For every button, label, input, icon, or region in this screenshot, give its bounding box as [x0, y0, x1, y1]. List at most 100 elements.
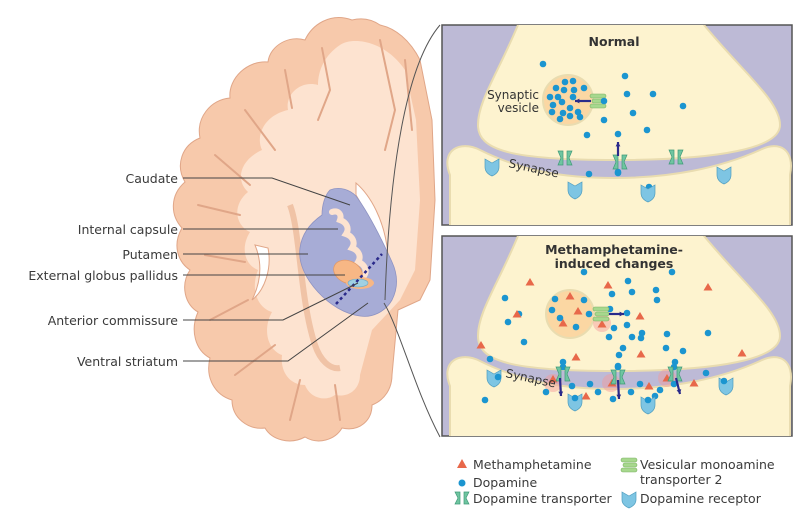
vmat2: [592, 306, 610, 322]
dopamine-receptor: [640, 184, 656, 203]
dopamine-molecule: [621, 72, 629, 80]
arrow-head: [558, 391, 564, 396]
dopamine-molecule: [609, 395, 617, 403]
dopamine-molecule: [580, 268, 588, 276]
dopamine-molecule: [481, 396, 489, 404]
legend-dopamine: Dopamine: [473, 475, 538, 490]
label-caudate: Caudate: [125, 171, 179, 186]
arrow-head: [615, 142, 621, 147]
dopamine-molecule: [656, 386, 664, 394]
methamphetamine-molecule: [689, 379, 699, 387]
dopamine-molecule: [501, 294, 509, 302]
vmat2-segment: [592, 316, 610, 322]
vmat2-segment: [594, 311, 610, 317]
methamphetamine-icon: [457, 459, 467, 468]
methamphetamine-molecule: [573, 307, 583, 315]
dopamine-molecule: [670, 380, 678, 388]
dopamine-molecule: [623, 309, 631, 317]
dopamine-molecule: [628, 333, 636, 341]
methamphetamine-molecule: [597, 320, 607, 328]
dopamine-molecule: [627, 388, 635, 396]
sulci: [197, 39, 413, 421]
dopamine-molecule: [548, 306, 556, 314]
dopamine-molecule: [556, 115, 564, 123]
leader-lines: [183, 177, 369, 362]
methamphetamine-molecule: [476, 341, 486, 349]
arrow-head: [575, 98, 580, 104]
dopamine-molecule: [585, 310, 593, 318]
legend-vmat2-line1: Vesicular monoamine: [640, 457, 775, 472]
dopamine-molecule: [594, 388, 602, 396]
dopamine-molecule: [583, 131, 591, 139]
methamphetamine-molecule: [603, 281, 613, 289]
dopamine-molecule: [576, 113, 584, 121]
label-internal-capsule: Internal capsule: [77, 222, 178, 237]
zoom-connector-top: [384, 24, 441, 301]
methamphetamine-molecule: [512, 310, 522, 318]
dopamine-molecule: [539, 60, 547, 68]
meth-panel-title-line1: Methamphetamine-: [545, 242, 683, 257]
methamphetamine-molecule: [565, 292, 575, 300]
dopamine-molecule: [663, 330, 671, 338]
dopamine-molecule: [586, 380, 594, 388]
methamphetamine-molecule: [525, 278, 535, 286]
dopamine-molecule: [549, 101, 557, 109]
vmat2-segment: [589, 93, 607, 99]
label-putamen: Putamen: [122, 247, 178, 262]
dopamine-molecule: [570, 86, 578, 94]
methamphetamine-molecule: [635, 312, 645, 320]
meth-molecules-group: [476, 278, 747, 400]
dopamine-molecule: [615, 351, 623, 359]
methamphetamine-molecule: [703, 283, 713, 291]
normal-panel-title: Normal: [589, 34, 640, 49]
arrow-head: [676, 389, 682, 394]
dopamine-molecule: [561, 78, 569, 86]
dopamine-molecule: [652, 286, 660, 294]
normal-proteins-group: [484, 93, 732, 203]
dopamine-molecule: [560, 86, 568, 94]
dopamine-molecule: [624, 277, 632, 285]
dopamine-molecule: [704, 329, 712, 337]
brain-hemisphere: [172, 17, 441, 442]
dopamine-molecule: [720, 377, 728, 385]
methamphetamine-molecule: [581, 392, 591, 400]
dopamine-molecule: [644, 396, 652, 404]
dopamine-molecule: [623, 321, 631, 329]
legend-methamphetamine: Methamphetamine: [473, 457, 592, 472]
dopamine-molecule: [662, 344, 670, 352]
dopamine-receptor-icon: [621, 491, 637, 509]
dopamine-receptor: [716, 166, 732, 185]
dopamine-molecule: [638, 329, 646, 337]
dopamine-molecule: [580, 296, 588, 304]
dopamine-molecule: [571, 394, 579, 402]
dopamine-molecule: [568, 382, 576, 390]
meth-panel-title-line2: induced changes: [555, 256, 674, 271]
dopamine-molecule: [556, 314, 564, 322]
dopamine-molecule: [702, 369, 710, 377]
dopamine-transporter: [668, 149, 684, 165]
normal-panel: Normal Synaptic vesicle Synapse: [441, 24, 793, 226]
dopamine-transporter: [555, 366, 571, 382]
arrow-head: [616, 394, 622, 399]
dopamine-molecule: [614, 130, 622, 138]
dopamine-transporter: [667, 366, 683, 382]
dopamine-molecule: [504, 318, 512, 326]
insula-gap: [251, 244, 270, 301]
dopamine-molecule: [614, 362, 622, 370]
label-anterior-commissure: Anterior commissure: [47, 313, 178, 328]
synaptic-cleft: [446, 145, 792, 225]
dopamine-molecule: [653, 296, 661, 304]
dopamine-molecule: [610, 324, 618, 332]
dopamine-molecule: [494, 373, 502, 381]
dopamine-molecule: [629, 109, 637, 117]
vmat2-icon: [620, 457, 638, 473]
dopamine-transporter: [610, 369, 626, 385]
methamphetamine-molecule: [558, 319, 568, 327]
dopamine-transporter: [557, 150, 573, 166]
dopamine-molecule: [559, 109, 567, 117]
meth-proteins-group: [486, 306, 734, 415]
dopamine-molecule: [679, 347, 687, 355]
dopamine-transporter-icon: [454, 491, 470, 505]
dopamine-molecule: [637, 334, 645, 342]
